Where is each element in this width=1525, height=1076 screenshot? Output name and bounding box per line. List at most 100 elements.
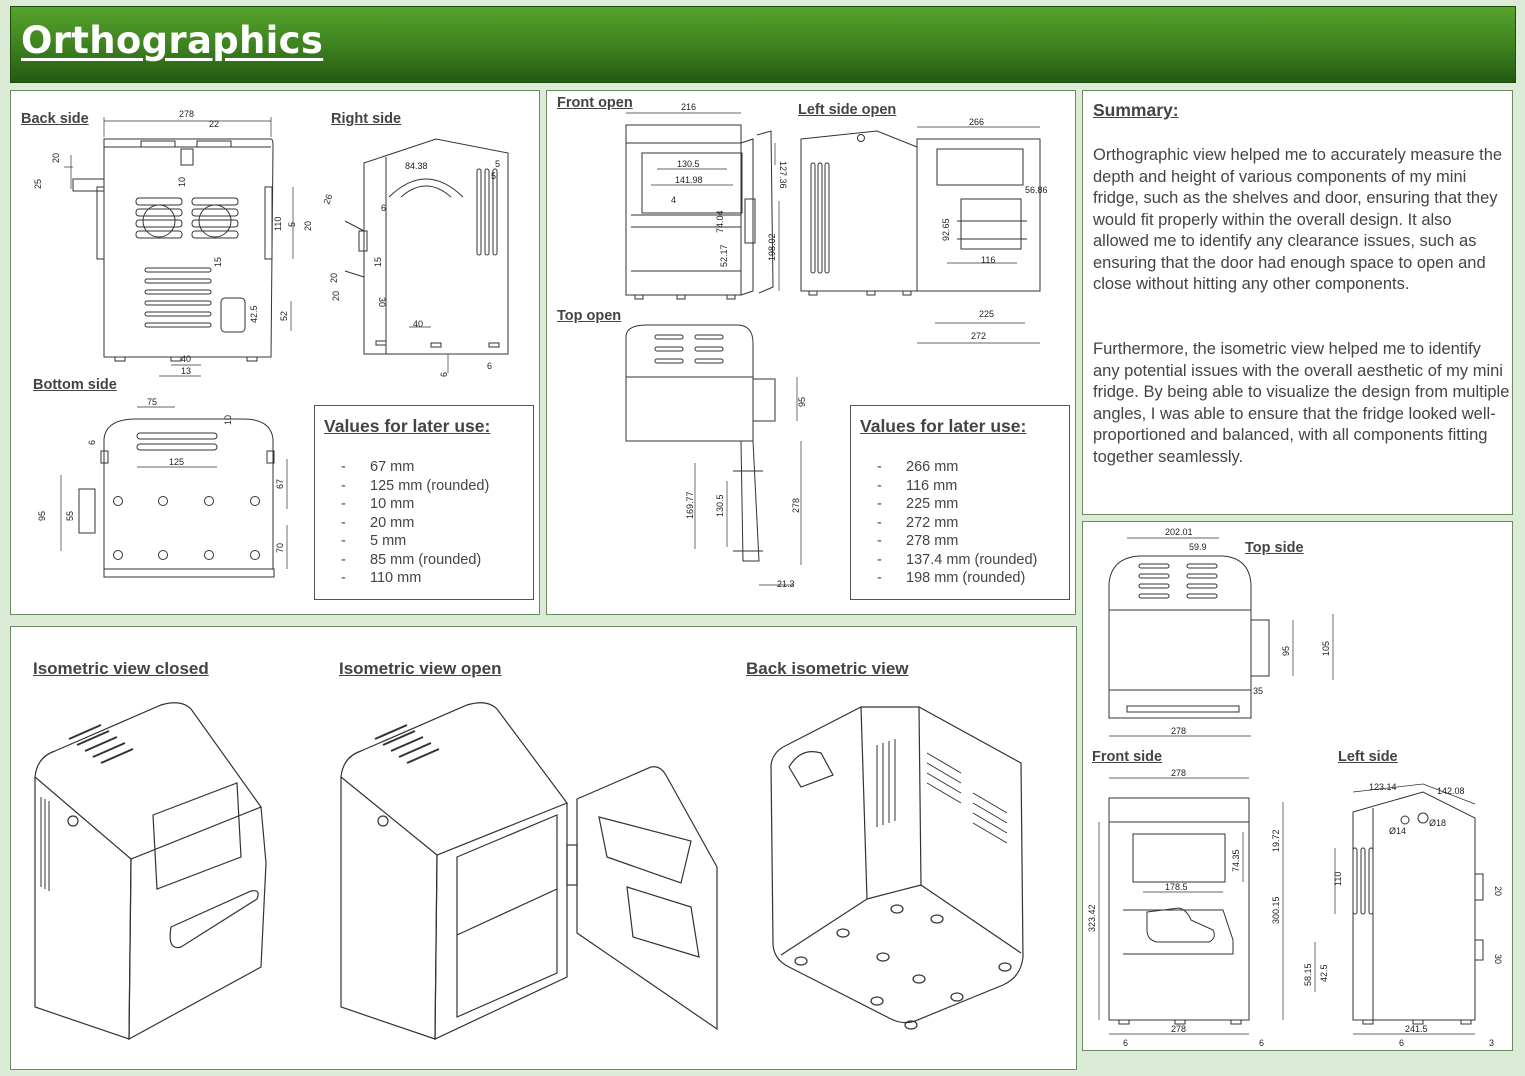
dim-lo-266: 266: [969, 117, 984, 127]
right-side-drawing: [344, 138, 509, 373]
value-item: 266 mm: [877, 458, 1037, 477]
dim-back-13: 13: [181, 366, 191, 376]
dim-fo-127: 127.36: [778, 161, 788, 189]
orthographic-panel-open: Front open Left side open Top open: [546, 90, 1076, 615]
dim-ls-6: 6: [1399, 1038, 1404, 1048]
dim-ls-241: 241.5: [1405, 1024, 1428, 1034]
dim-back-110: 110: [273, 217, 283, 231]
right-side-label: Right side: [331, 111, 402, 127]
dim-ls-20: 20: [1493, 886, 1503, 896]
dim-back-40: 40: [181, 354, 191, 364]
dim-right-5a: 5: [495, 159, 500, 169]
front-open-drawing: [625, 112, 780, 300]
dim-right-20: 20: [329, 273, 339, 283]
dim-to-95: 95: [797, 397, 807, 407]
back-right-bottom-drawings: 278 22 20 25 10 110 5 20 15 52 42.5 40 1…: [33, 109, 509, 578]
value-item: 272 mm: [877, 514, 1037, 533]
dim-bottom-75: 75: [147, 397, 157, 407]
title-banner: Orthographics: [10, 6, 1516, 83]
front-open-label: Front open: [557, 95, 633, 111]
dim-lo-56: 56.86: [1025, 185, 1048, 195]
dim-ls-142: 142.08: [1437, 786, 1465, 796]
dim-back-25: 25: [33, 179, 43, 189]
value-item: 225 mm: [877, 495, 1037, 514]
dim-bottom-6: 6: [87, 440, 97, 445]
back-side-label: Back side: [21, 111, 89, 127]
left-side-open-label: Left side open: [798, 102, 897, 118]
dim-ts-202: 202.01: [1165, 527, 1193, 537]
dim-lo-225: 225: [979, 309, 994, 319]
iso-back-drawing: [770, 706, 1024, 1030]
dim-right-84: 84.38: [405, 161, 428, 171]
bottom-side-drawing: [60, 406, 288, 578]
value-item: 110 mm: [341, 569, 489, 588]
values-box-1: Values for later use: 67 mm 125 mm (roun…: [314, 405, 534, 600]
dim-bottom-10: 10: [223, 415, 233, 425]
dim-right-30: 30: [377, 297, 387, 307]
left-side-label: Left side: [1338, 749, 1398, 765]
side-drawings: 202.01 59.9 95 105 35 278 278 19.72 74.3…: [1087, 527, 1503, 1048]
dim-ls-3: 3: [1489, 1038, 1494, 1048]
dim-lo-116: 116: [981, 255, 995, 265]
dim-lo-92: 92.65: [941, 218, 951, 241]
dim-back-20b: 20: [303, 221, 313, 231]
dim-to-278: 278: [791, 498, 801, 513]
front-side-label: Front side: [1092, 749, 1163, 765]
top-side-drawing: [1108, 537, 1334, 737]
summary-panel: Summary: Orthographic view helped me to …: [1082, 90, 1513, 515]
dim-right-26: 26: [321, 193, 334, 206]
dim-ts-105: 105: [1321, 641, 1331, 656]
dim-fo-74: 74.04: [715, 210, 725, 233]
dim-fo-141: 141.98: [675, 175, 703, 185]
value-item: 137.4 mm (rounded): [877, 551, 1037, 570]
values-list-2: 266 mm 116 mm 225 mm 272 mm 278 mm 137.4…: [877, 458, 1037, 588]
left-side-open-drawing: [800, 126, 1041, 344]
dim-back-5: 5: [287, 222, 297, 227]
dim-fs-300: 300.15: [1271, 896, 1281, 924]
value-item: 67 mm: [341, 458, 489, 477]
value-item: 278 mm: [877, 532, 1037, 551]
dim-fo-52: 52.17: [719, 244, 729, 267]
iso-closed-drawing: [34, 702, 267, 1041]
top-open-drawing: [625, 324, 802, 586]
dim-fs-178: 178.5: [1165, 882, 1188, 892]
dim-bottom-55: 55: [65, 511, 75, 521]
dim-ls-123: 123.14: [1369, 782, 1397, 792]
values-box-2: Values for later use: 266 mm 116 mm 225 …: [850, 405, 1070, 600]
value-item: 85 mm (rounded): [341, 551, 489, 570]
dim-ts-35: 35: [1253, 686, 1263, 696]
summary-paragraph-2: Furthermore, the isometric view helped m…: [1093, 340, 1510, 466]
front-side-drawing: [1098, 777, 1284, 1035]
dim-fs-6a: 6: [1123, 1038, 1128, 1048]
back-side-drawing: [64, 117, 294, 377]
dim-right-6: 6: [381, 203, 386, 213]
dim-bottom-95: 95: [37, 511, 47, 521]
iso-closed-label: Isometric view closed: [33, 659, 209, 678]
dim-ts-59: 59.9: [1189, 542, 1207, 552]
value-item: 125 mm (rounded): [341, 477, 489, 496]
orthographic-panel-closed: Back side Right side Bottom side: [10, 90, 540, 615]
dim-fs-323: 323.42: [1087, 904, 1097, 932]
dim-bottom-125: 125: [169, 457, 184, 467]
value-item: 198 mm (rounded): [877, 569, 1037, 588]
dim-right-6a: 6: [439, 372, 449, 377]
top-open-label: Top open: [557, 308, 622, 324]
dim-ls-110: 110: [1333, 872, 1343, 886]
open-drawings: 216 130.5 141.98 4 74.04 52.17 198.02 12…: [625, 102, 1048, 589]
dim-back-20: 20: [51, 153, 61, 163]
dim-right-15: 15: [373, 257, 383, 267]
dim-fs-278b: 278: [1171, 1024, 1186, 1034]
dim-to-169: 169.77: [685, 491, 695, 519]
dim-back-width: 278: [179, 109, 194, 119]
iso-back-label: Back isometric view: [746, 659, 909, 678]
dim-ls-42: 42.5: [1319, 964, 1329, 982]
iso-open-label: Isometric view open: [339, 659, 502, 678]
dim-fo-130: 130.5: [677, 159, 700, 169]
values-list-1: 67 mm 125 mm (rounded) 10 mm 20 mm 5 mm …: [341, 458, 489, 588]
dim-right-40: 40: [413, 319, 423, 329]
dim-right-20b: 20: [331, 291, 341, 301]
dim-back-15: 15: [213, 257, 223, 267]
dim-to-130: 130.5: [715, 494, 725, 517]
value-item: 20 mm: [341, 514, 489, 533]
dim-right-6b: 6: [487, 361, 492, 371]
